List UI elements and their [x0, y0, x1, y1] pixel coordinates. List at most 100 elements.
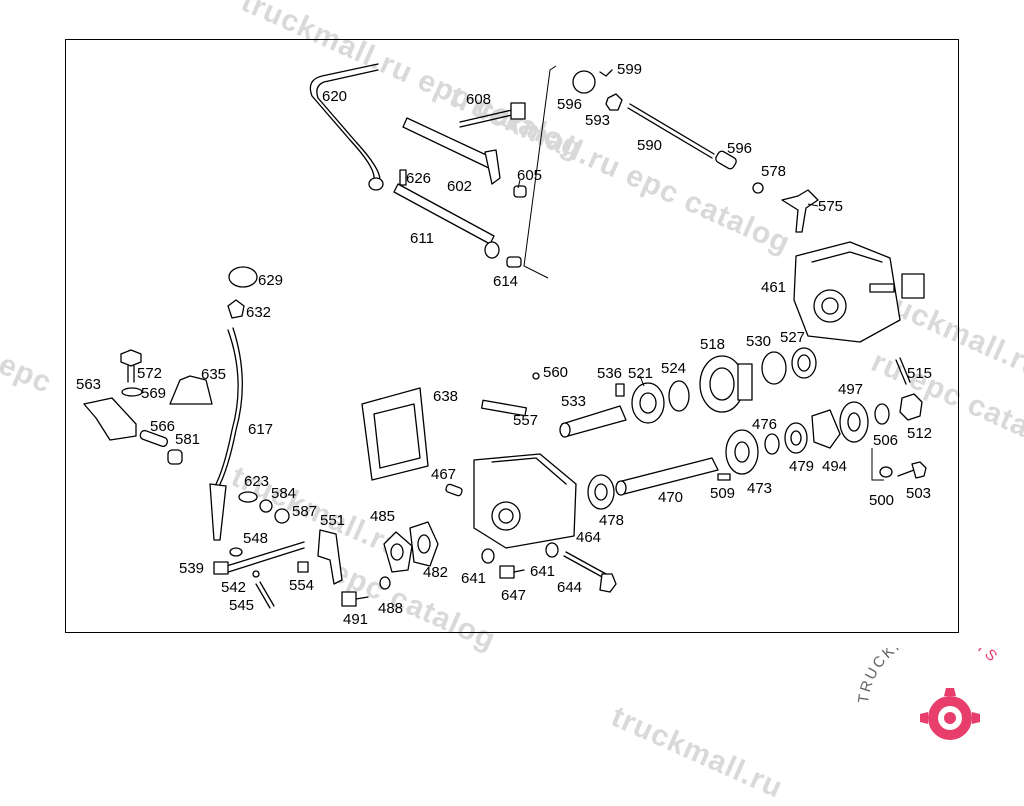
- part-label-614: 614: [493, 273, 518, 290]
- part-label-530: 530: [746, 333, 771, 350]
- washer-569: [121, 387, 143, 397]
- part-label-551: 551: [320, 512, 345, 529]
- part-label-572: 572: [137, 365, 162, 382]
- part-label-533: 533: [561, 393, 586, 410]
- bracket-563: [83, 397, 137, 441]
- part-label-584: 584: [271, 485, 296, 502]
- ball-joint-596: [572, 70, 596, 94]
- part-label-500: 500: [869, 492, 894, 509]
- bushing-581: [167, 449, 183, 465]
- part-label-644: 644: [557, 579, 582, 596]
- part-label-497: 497: [838, 381, 863, 398]
- ball-542: [252, 570, 260, 578]
- washer-500: [879, 466, 893, 478]
- lever-617: [209, 327, 243, 541]
- part-label-524: 524: [661, 360, 686, 377]
- nut-632: [227, 299, 245, 319]
- bearing-479: [784, 422, 808, 454]
- part-label-632: 632: [246, 304, 271, 321]
- part-label-575: 575: [818, 198, 843, 215]
- rod-590: [627, 103, 715, 159]
- part-label-479: 479: [789, 458, 814, 475]
- part-label-611: 611: [410, 230, 434, 247]
- bushing-605: [513, 185, 527, 198]
- key-509: [717, 473, 731, 481]
- part-label-596: 596: [727, 140, 752, 157]
- rod-611: [393, 183, 500, 259]
- gear-icon: [920, 688, 980, 740]
- part-label-509: 509: [710, 485, 735, 502]
- part-label-563: 563: [76, 376, 101, 393]
- part-label-515: 515: [907, 365, 932, 382]
- pin-626: [399, 169, 407, 186]
- part-label-641: 641: [461, 570, 486, 587]
- part-label-506: 506: [873, 432, 898, 449]
- part-label-542: 542: [221, 579, 246, 596]
- bolt-572: [120, 349, 142, 383]
- shaft-533: [559, 405, 627, 438]
- part-label-578: 578: [761, 163, 786, 180]
- part-label-599: 599: [617, 61, 642, 78]
- pin-536: [615, 383, 625, 397]
- washer-488: [379, 576, 391, 590]
- cover-638: [361, 387, 429, 481]
- part-label-545: 545: [229, 597, 254, 614]
- part-label-581: 581: [175, 431, 200, 448]
- bolt-491: [341, 591, 369, 607]
- part-label-485: 485: [370, 508, 395, 525]
- seal-641b: [545, 542, 559, 558]
- part-label-587: 587: [292, 503, 317, 520]
- part-label-560: 560: [543, 364, 568, 381]
- bearing-478: [587, 474, 615, 510]
- boot-635: [169, 375, 213, 405]
- fork-551: [317, 529, 343, 585]
- part-label-470: 470: [658, 489, 683, 506]
- ball-548: [229, 547, 243, 557]
- part-label-503: 503: [906, 485, 931, 502]
- nipple-578: [752, 182, 764, 194]
- pin-467: [445, 483, 463, 497]
- cover-494: [811, 409, 841, 449]
- clip-599: [599, 69, 613, 77]
- flange-497: [839, 401, 869, 443]
- bolt-647: [499, 565, 525, 579]
- ring-524: [668, 380, 690, 412]
- part-label-557: 557: [513, 412, 538, 429]
- screw-554: [297, 561, 309, 573]
- part-label-605: 605: [517, 167, 542, 184]
- part-label-512: 512: [907, 425, 932, 442]
- spring-545: [255, 581, 275, 609]
- part-label-494: 494: [822, 458, 847, 475]
- part-label-593: 593: [585, 112, 610, 129]
- bushing-614: [506, 256, 522, 268]
- part-label-476: 476: [752, 416, 777, 433]
- part-label-623: 623: [244, 473, 269, 490]
- screw-560: [532, 372, 540, 380]
- part-label-617: 617: [248, 421, 273, 438]
- part-label-569: 569: [141, 385, 166, 402]
- part-label-647: 647: [501, 587, 526, 604]
- seal-506: [874, 403, 890, 425]
- sleeve-518: [699, 355, 753, 413]
- part-label-629: 629: [258, 272, 283, 289]
- nut-512: [899, 393, 923, 421]
- part-label-536: 536: [597, 365, 622, 382]
- shaft-539: [213, 541, 305, 575]
- gasket-485: [383, 531, 413, 573]
- sleeve-623: [238, 491, 258, 503]
- part-label-554: 554: [289, 577, 314, 594]
- svg-text:TRUCKMALLPARTS: TRUCKMALLPARTS: [858, 648, 1002, 705]
- gasket-557: [480, 399, 528, 417]
- gear-473: [725, 429, 759, 475]
- bearing-527: [791, 347, 817, 379]
- part-label-548: 548: [243, 530, 268, 547]
- knob-629: [228, 266, 258, 288]
- part-label-482: 482: [423, 564, 448, 581]
- part-label-464: 464: [576, 529, 601, 546]
- ring-530: [761, 351, 787, 385]
- logo-text-truckmall: TRUCKMALL: [858, 648, 941, 705]
- part-label-491: 491: [343, 611, 368, 628]
- parts-diagram: 6206085965995935905965785756266026056116…: [76, 61, 932, 628]
